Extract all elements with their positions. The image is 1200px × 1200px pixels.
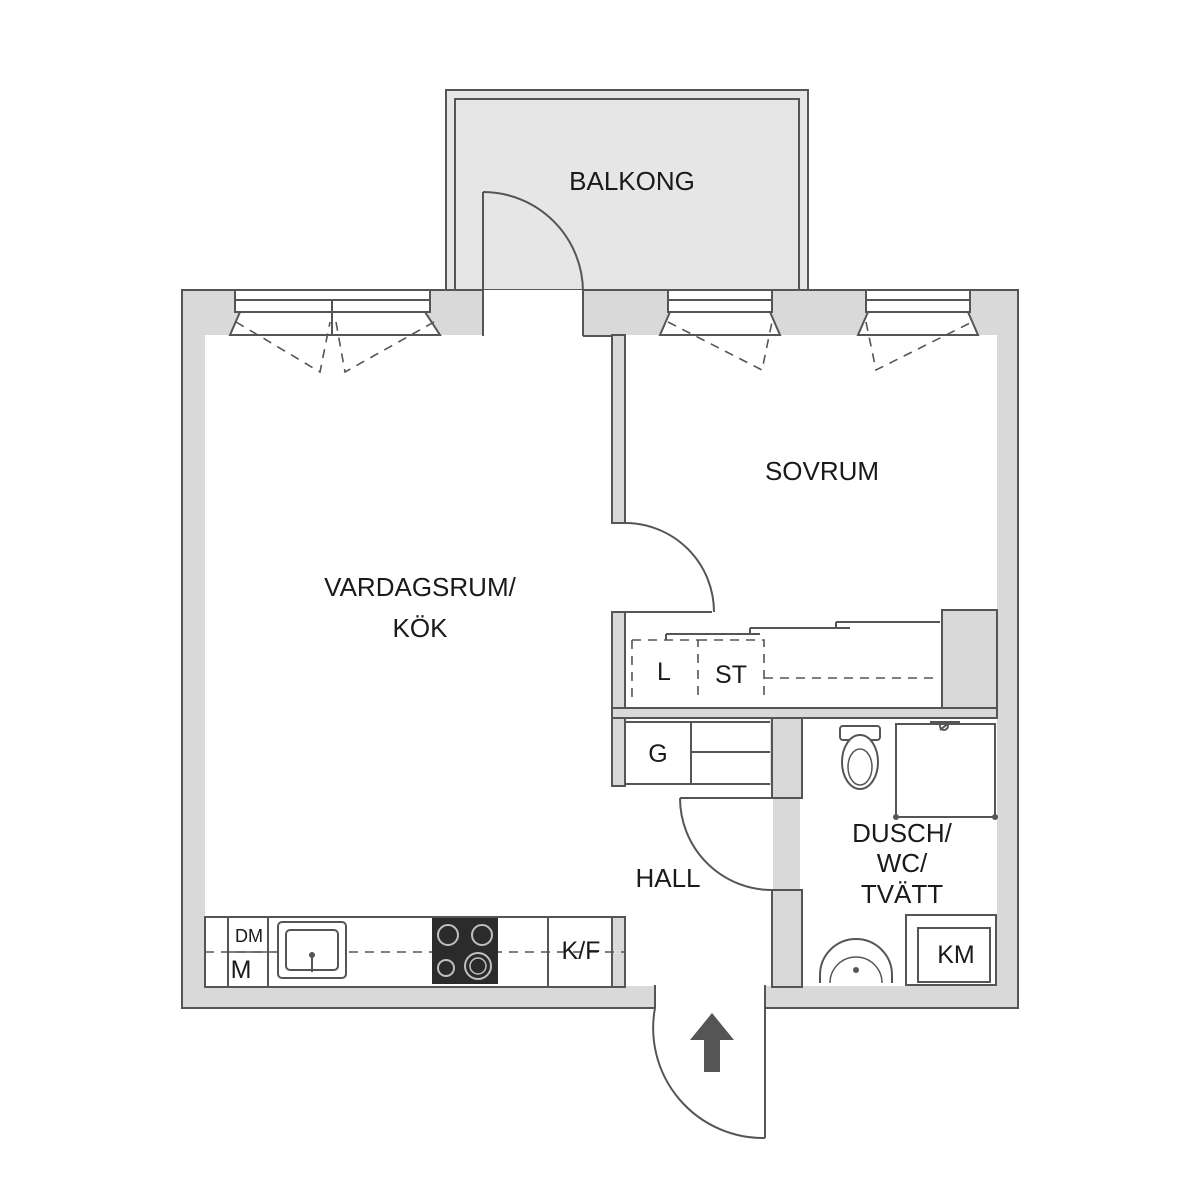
kitchen-sink-icon — [277, 921, 347, 979]
g-closet-label: G — [648, 740, 667, 768]
linen-closet-label: L — [657, 658, 671, 686]
window-bedroom-1 — [658, 289, 782, 372]
wardrobes — [631, 621, 940, 700]
g-closet — [624, 721, 770, 785]
exterior-walls — [181, 289, 1019, 1009]
microwave-label: M — [231, 956, 252, 984]
window-bedroom-2 — [856, 289, 980, 372]
kitchen-label: KÖK — [393, 613, 449, 643]
bathroom-door — [679, 797, 802, 891]
washbasin-icon — [819, 938, 893, 984]
bedroom-label: SOVRUM — [765, 456, 879, 486]
entrance-arrow-icon — [690, 1013, 734, 1072]
bathroom-label-line2: WC/ — [877, 848, 928, 878]
entrance-door — [652, 1007, 766, 1140]
bathroom-label-line3: TVÄTT — [861, 879, 943, 909]
toilet-icon — [839, 725, 881, 790]
hall-label: HALL — [635, 863, 700, 893]
living-room-label: VARDAGSRUM/ — [324, 572, 516, 602]
bathroom-label-line1: DUSCH/ — [852, 818, 952, 848]
windows — [228, 289, 980, 374]
balcony — [445, 89, 809, 293]
fridge-freezer-label: K/F — [562, 937, 601, 965]
doors — [482, 191, 802, 1140]
shower-icon — [893, 721, 998, 820]
storage-label: ST — [715, 661, 747, 689]
window-living — [228, 289, 442, 374]
km-cabinet — [905, 914, 997, 986]
balcony-label: BALKONG — [569, 166, 695, 196]
dishwasher-label: DM — [235, 926, 263, 946]
balcony-door — [482, 191, 584, 293]
washing-machine-label: KM — [937, 941, 975, 969]
kitchen-counter — [204, 916, 626, 988]
bedroom-door — [612, 522, 715, 613]
stove-icon — [432, 918, 498, 984]
interior-walls — [482, 290, 998, 1010]
